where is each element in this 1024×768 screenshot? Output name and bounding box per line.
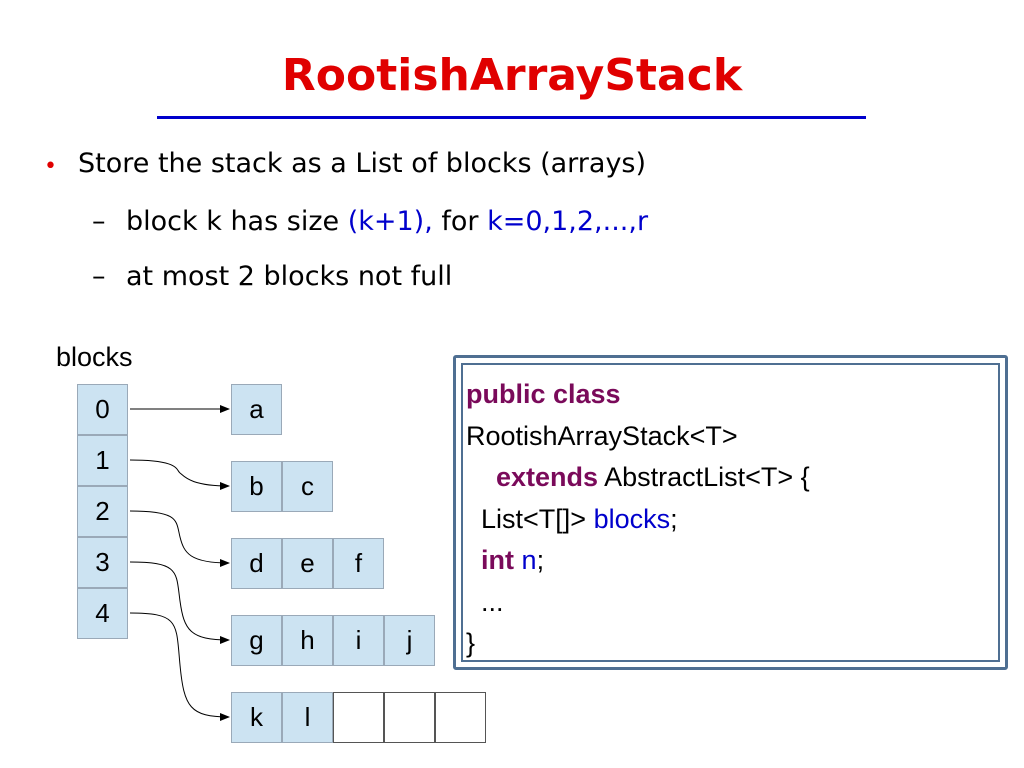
block-index-cell: 1 <box>77 435 128 486</box>
array-cell: j <box>384 615 435 666</box>
array-cell: g <box>231 615 282 666</box>
array-cell: i <box>333 615 384 666</box>
code-semicolon: ; <box>670 503 678 534</box>
code-indent <box>466 462 496 492</box>
code-field-type: List<T[]> <box>466 503 594 534</box>
empty-array-cell <box>333 692 384 743</box>
size-expression: (k+1), <box>347 206 433 237</box>
block-index-cell: 2 <box>77 486 128 537</box>
array-cell: l <box>282 692 333 743</box>
code-keyword-extends: extends <box>496 462 599 492</box>
code-field-blocks: blocks <box>593 503 671 534</box>
code-keyword-int: int <box>481 545 515 575</box>
dash-icon: – <box>92 261 106 292</box>
block-index-cell: 3 <box>77 537 128 588</box>
sub-bullet-text: block k has size (k+1), for k=0,1,2,...,… <box>126 206 648 237</box>
bullet-dot-icon: • <box>44 154 57 179</box>
block-pointer-arrow <box>129 612 230 721</box>
array-cell: e <box>282 538 333 589</box>
blocks-label: blocks <box>56 342 133 372</box>
block-index-cell: 4 <box>77 588 128 639</box>
block-pointer-arrow <box>129 510 230 567</box>
code-box <box>453 355 1008 670</box>
code-ellipsis: ... <box>466 586 504 617</box>
dash-icon: – <box>92 206 106 237</box>
code-superclass: AbstractList<T> { <box>598 462 810 492</box>
array-cell: b <box>231 461 282 512</box>
sub-bullet-text: at most 2 blocks not full <box>126 261 453 292</box>
slide-title: RootishArrayStack <box>281 50 743 101</box>
array-cell: k <box>231 692 282 743</box>
sub-bullet-pre: block k has size <box>126 206 348 237</box>
sub-bullet-mid: for <box>432 206 488 237</box>
array-cell: f <box>333 538 384 589</box>
block-index-cell: 0 <box>77 384 128 435</box>
bullet-text: Store the stack as a List of blocks (arr… <box>78 148 647 179</box>
code-indent <box>466 545 481 575</box>
empty-array-cell <box>384 692 435 743</box>
empty-array-cell <box>435 692 486 743</box>
code-listing: public class RootishArrayStack<T> extend… <box>466 374 810 665</box>
code-semicolon: ; <box>536 545 545 575</box>
code-closing-brace: } <box>466 628 476 658</box>
block-pointer-arrow <box>129 459 230 490</box>
title-underline <box>157 116 866 119</box>
range-expression: k=0,1,2,...,r <box>487 206 649 237</box>
code-box-inner-border <box>461 363 1000 662</box>
block-pointer-arrow <box>129 561 230 644</box>
code-class-name: RootishArrayStack<T> <box>466 420 738 451</box>
code-keyword-public-class: public class <box>466 379 621 409</box>
code-space <box>514 545 522 575</box>
array-cell: h <box>282 615 333 666</box>
array-cell: d <box>231 538 282 589</box>
array-cell: a <box>231 384 282 435</box>
array-cell: c <box>282 461 333 512</box>
code-field-n: n <box>521 545 537 575</box>
